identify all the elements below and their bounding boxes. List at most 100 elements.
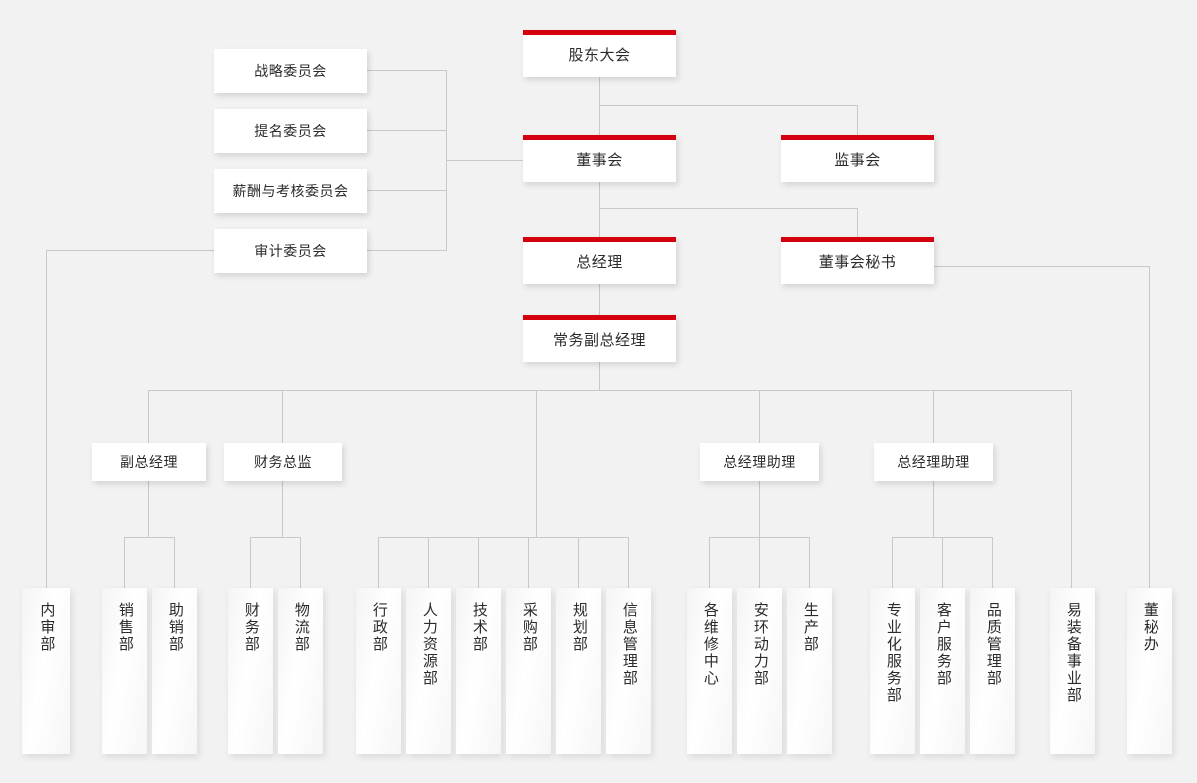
- manager-node-label: 财务总监: [254, 453, 312, 470]
- connector-to-production: [809, 537, 810, 588]
- connector-main-bus: [148, 390, 1071, 391]
- connector-committee-to-board: [446, 160, 524, 161]
- department-node-human-resources[interactable]: 人力资源部: [406, 588, 451, 754]
- connector-cfo-down: [282, 481, 283, 537]
- department-node-label: 信息管理部: [620, 602, 638, 687]
- exec-node-label: 董事会: [576, 151, 623, 169]
- department-node-label: 安环动力部: [751, 602, 769, 687]
- department-node-administration[interactable]: 行政部: [356, 588, 401, 754]
- department-node-label: 易装备事业部: [1064, 602, 1082, 704]
- connector-to-technology: [478, 537, 479, 588]
- connector-committee-compensation: [367, 190, 447, 191]
- department-node-label: 销售部: [116, 602, 134, 653]
- manager-node-label: 副总经理: [120, 453, 178, 470]
- committee-node-label: 薪酬与考核委员会: [232, 182, 349, 199]
- connector-to-planning: [578, 537, 579, 588]
- department-node-label: 财务部: [242, 602, 260, 653]
- exec-node-gm[interactable]: 总经理: [523, 237, 676, 284]
- committee-node-nomination[interactable]: 提名委员会: [214, 109, 367, 153]
- connector-assist-1-down: [759, 481, 760, 537]
- connector-bus-to-assist-2: [933, 390, 934, 443]
- connector-exec-deputy-down: [599, 362, 600, 390]
- department-node-finance[interactable]: 财务部: [228, 588, 273, 754]
- connector-committee-strategy: [367, 70, 447, 71]
- connector-to-information-mgmt: [628, 537, 629, 588]
- department-node-planning[interactable]: 规划部: [556, 588, 601, 754]
- connector-direct-group-bus: [378, 537, 629, 538]
- department-node-technology[interactable]: 技术部: [456, 588, 501, 754]
- department-node-label: 内审部: [38, 602, 56, 653]
- connector-to-sales: [124, 537, 125, 588]
- department-node-label: 物流部: [292, 602, 310, 653]
- manager-node-gm-assist-2[interactable]: 总经理助理: [874, 443, 993, 481]
- department-node-secretary-office[interactable]: 董秘办: [1127, 588, 1172, 754]
- department-node-professional-service[interactable]: 专业化服务部: [870, 588, 915, 754]
- connector-right-rail-down: [1149, 266, 1150, 588]
- connector-deputy-gm-down: [148, 481, 149, 537]
- department-node-label: 助销部: [166, 602, 184, 653]
- department-node-maintenance-centers[interactable]: 各维修中心: [687, 588, 732, 754]
- exec-node-label: 监事会: [834, 151, 881, 169]
- exec-node-label: 董事会秘书: [818, 253, 897, 271]
- connector-to-logistics: [300, 537, 301, 588]
- connector-bus-to-easy-equipment: [1071, 390, 1072, 588]
- connector-supervisors-down: [857, 105, 858, 135]
- department-node-information-mgmt[interactable]: 信息管理部: [606, 588, 651, 754]
- connector-to-human-resources: [428, 537, 429, 588]
- committee-node-compensation[interactable]: 薪酬与考核委员会: [214, 169, 367, 213]
- connector-committee-audit: [367, 250, 447, 251]
- department-node-label: 采购部: [520, 602, 538, 653]
- connector-deputy-gm-bus: [124, 537, 175, 538]
- exec-node-label: 总经理: [576, 253, 623, 271]
- committee-node-label: 战略委员会: [254, 62, 327, 79]
- department-node-sales[interactable]: 销售部: [102, 588, 147, 754]
- department-node-label: 技术部: [470, 602, 488, 653]
- department-node-procurement[interactable]: 采购部: [506, 588, 551, 754]
- department-node-safety-power[interactable]: 安环动力部: [737, 588, 782, 754]
- committee-node-label: 审计委员会: [254, 242, 327, 259]
- connector-board-row-bus: [599, 105, 858, 106]
- manager-node-label: 总经理助理: [897, 453, 970, 470]
- connector-to-procurement: [528, 537, 529, 588]
- connector-bus-to-cfo: [282, 390, 283, 443]
- department-node-logistics[interactable]: 物流部: [278, 588, 323, 754]
- exec-node-supervisors[interactable]: 监事会: [781, 135, 934, 182]
- exec-node-board[interactable]: 董事会: [523, 135, 676, 182]
- connector-bus-to-deputy-gm: [148, 390, 149, 443]
- exec-node-board-secretary[interactable]: 董事会秘书: [781, 237, 934, 284]
- department-node-quality-mgmt[interactable]: 品质管理部: [970, 588, 1015, 754]
- connector-shareholders-down: [599, 77, 600, 135]
- exec-node-label: 常务副总经理: [552, 331, 646, 349]
- connector-cfo-bus: [250, 537, 301, 538]
- department-node-label: 董秘办: [1141, 602, 1159, 653]
- connector-to-sales-support: [174, 537, 175, 588]
- manager-node-deputy-gm[interactable]: 副总经理: [92, 443, 206, 481]
- connector-secretary-to-right-rail: [934, 266, 1149, 267]
- department-node-label: 客户服务部: [934, 602, 952, 687]
- department-node-label: 规划部: [570, 602, 588, 653]
- connector-bus-to-assist-1: [759, 390, 760, 443]
- connector-audit-to-left-rail: [46, 250, 215, 251]
- connector-gm-row-bus: [599, 208, 858, 209]
- department-node-easy-equipment[interactable]: 易装备事业部: [1050, 588, 1095, 754]
- department-node-customer-service[interactable]: 客户服务部: [920, 588, 965, 754]
- department-node-internal-audit[interactable]: 内审部: [22, 588, 70, 754]
- manager-node-gm-assist-1[interactable]: 总经理助理: [700, 443, 819, 481]
- department-node-production[interactable]: 生产部: [787, 588, 832, 754]
- department-node-label: 行政部: [370, 602, 388, 653]
- connector-to-customer-service: [942, 537, 943, 588]
- connector-committee-nomination: [367, 130, 447, 131]
- committee-node-strategy[interactable]: 战略委员会: [214, 49, 367, 93]
- exec-node-label: 股东大会: [568, 46, 631, 64]
- committee-node-audit[interactable]: 审计委员会: [214, 229, 367, 273]
- committee-node-label: 提名委员会: [254, 122, 327, 139]
- exec-node-exec-deputy-gm[interactable]: 常务副总经理: [523, 315, 676, 362]
- department-node-label: 品质管理部: [984, 602, 1002, 687]
- connector-to-maintenance-centers: [709, 537, 710, 588]
- connector-secretary-down: [857, 208, 858, 237]
- connector-board-down: [599, 182, 600, 237]
- department-node-sales-support[interactable]: 助销部: [152, 588, 197, 754]
- exec-node-shareholders[interactable]: 股东大会: [523, 30, 676, 77]
- manager-node-cfo[interactable]: 财务总监: [224, 443, 342, 481]
